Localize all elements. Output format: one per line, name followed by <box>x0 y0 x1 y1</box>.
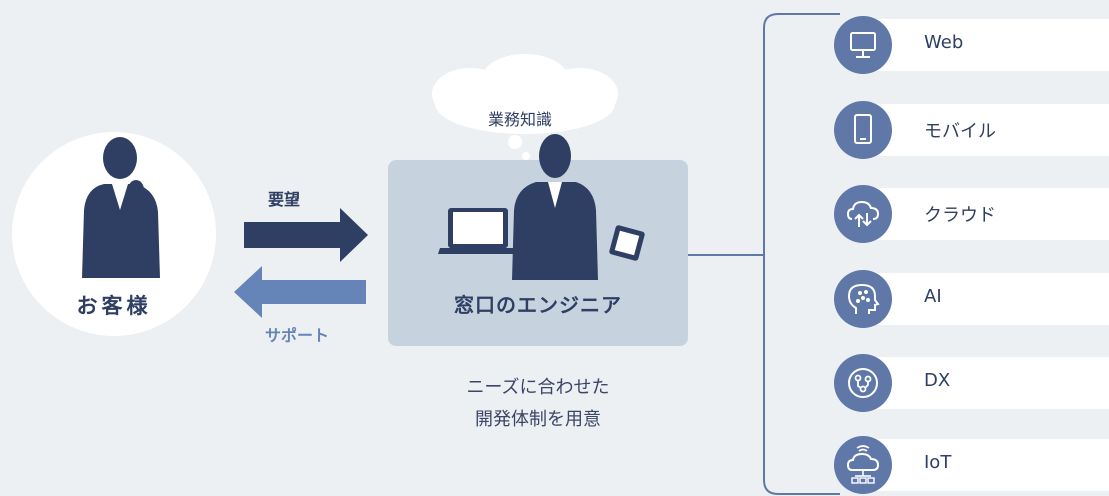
service-dx: DX <box>834 354 1109 412</box>
service-pill <box>858 19 1109 71</box>
service-ai: AI <box>834 270 1109 328</box>
needs-text: ニーズに合わせた 開発体制を用意 <box>388 372 688 436</box>
needs-line-1: ニーズに合わせた <box>466 377 610 398</box>
service-label: クラウド <box>924 205 996 226</box>
service-label: DX <box>924 370 951 391</box>
engineer-label: 窓口のエンジニア <box>454 293 622 317</box>
service-pill <box>858 104 1109 156</box>
service-label: モバイル <box>924 121 996 142</box>
cloud-sync-icon <box>834 185 892 243</box>
customer-label: お客様 <box>76 294 152 318</box>
service-pill <box>858 188 1109 240</box>
monitor-icon <box>834 16 892 74</box>
support-label: サポート <box>265 326 330 345</box>
thought-text: 業務知識 <box>487 110 552 129</box>
service-iot: IoT <box>834 436 1109 494</box>
circuit-icon <box>834 354 892 412</box>
service-cloud: クラウド <box>834 185 1109 243</box>
request-label: 要望 <box>268 190 301 209</box>
brain-icon <box>834 270 892 328</box>
service-web: Web <box>834 16 1109 74</box>
service-pill <box>858 273 1109 325</box>
iot-cloud-icon <box>834 436 892 494</box>
service-mobile: モバイル <box>834 101 1109 159</box>
service-pill <box>858 357 1109 409</box>
service-pill <box>858 439 1109 491</box>
service-label: AI <box>924 286 942 307</box>
smartphone-icon <box>834 101 892 159</box>
service-label: Web <box>924 32 964 53</box>
needs-line-2: 開発体制を用意 <box>475 409 601 430</box>
service-label: IoT <box>924 452 952 473</box>
